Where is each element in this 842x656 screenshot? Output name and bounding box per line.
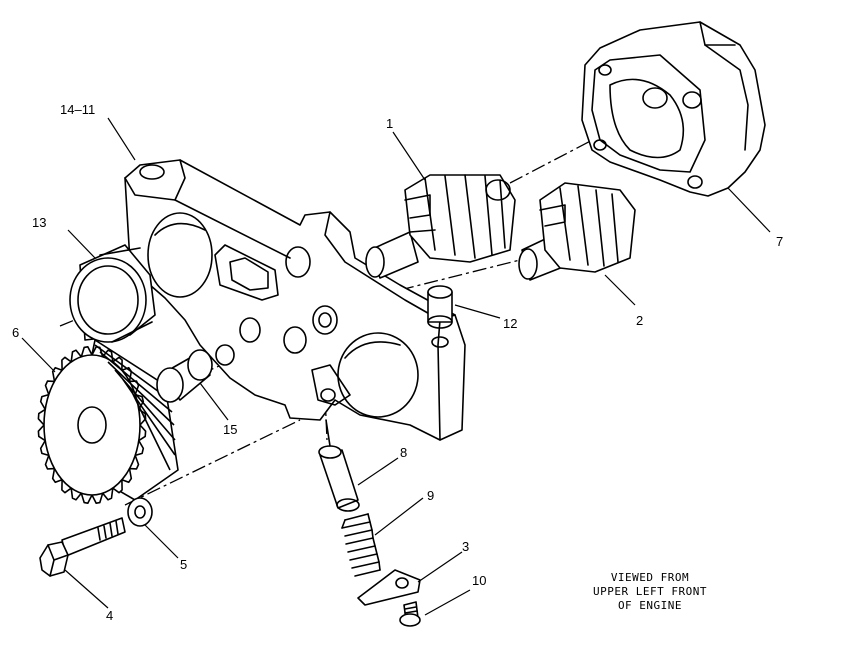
leader-lines: [21, 117, 771, 616]
retainer-screw: [399, 601, 421, 627]
callout-12: 12: [503, 316, 517, 331]
callout-9: 9: [427, 488, 434, 503]
sleeve-bearing: [69, 244, 156, 343]
pump-housing: [581, 21, 766, 197]
idler-pump-gear: [518, 182, 636, 281]
relief-valve-plunger: [318, 419, 360, 512]
relief-valve-spring: [341, 513, 381, 577]
callout-1: 1: [386, 116, 393, 131]
dowel-sleeve: [156, 349, 213, 403]
view-note-line-2: UPPER LEFT FRONT: [593, 585, 707, 598]
callouts: 14–11 13 6 1 2 7 12 15 8 9 3 10 5 4: [12, 102, 783, 623]
callout-13: 13: [32, 215, 46, 230]
callout-2: 2: [636, 313, 643, 328]
drive-gear: [37, 339, 179, 504]
callout-5: 5: [180, 557, 187, 572]
mounting-bolt: [39, 517, 126, 577]
callout-8: 8: [400, 445, 407, 460]
dowel-pin: [427, 285, 453, 329]
callout-4: 4: [106, 608, 113, 623]
retainer-plate: [357, 569, 421, 606]
callout-7: 7: [776, 234, 783, 249]
callout-15: 15: [223, 422, 237, 437]
callout-10: 10: [472, 573, 486, 588]
view-note-line-3: OF ENGINE: [618, 599, 682, 612]
view-orientation-note: VIEWED FROM UPPER LEFT FRONT OF ENGINE: [593, 571, 707, 612]
callout-14-11: 14–11: [60, 102, 95, 117]
callout-6: 6: [12, 325, 19, 340]
callout-3: 3: [462, 539, 469, 554]
drive-pump-gear: [365, 174, 516, 279]
washer: [127, 497, 153, 527]
view-note-line-1: VIEWED FROM: [611, 571, 689, 584]
